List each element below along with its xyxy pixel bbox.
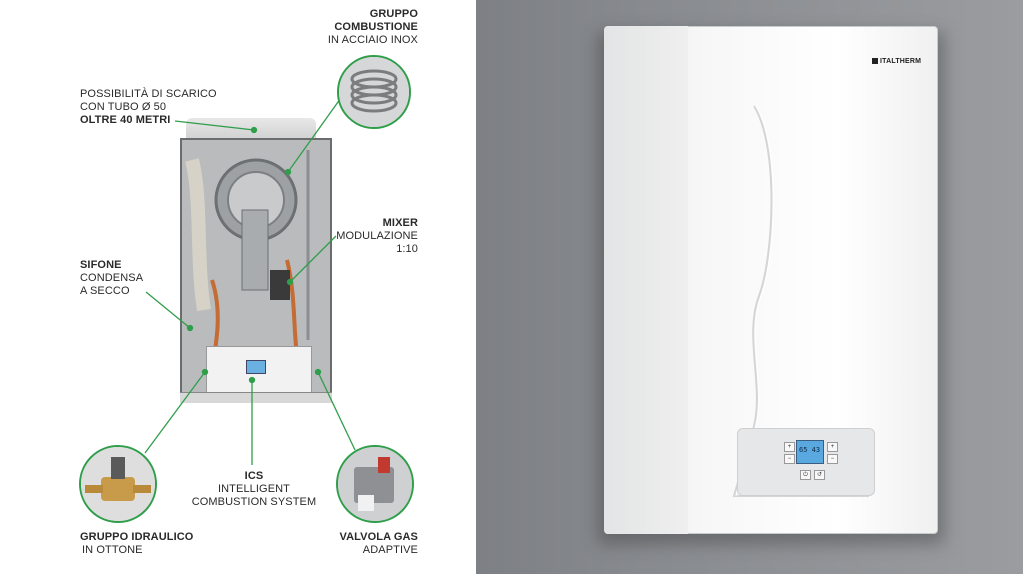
boiler-contour: [732, 105, 869, 497]
mixer-line-1: MODULAZIONE: [336, 230, 418, 242]
ics-title: ICS: [244, 470, 264, 482]
sifone-line-1: CONDENSA: [80, 272, 144, 284]
label-ics: ICS INTELLIGENT COMBUSTION SYSTEM: [176, 470, 332, 509]
hydraulic-group-detail: [79, 445, 157, 523]
leader-lines: [144, 94, 356, 465]
label-mixer: MIXER MODULAZIONE 1:10: [320, 217, 418, 256]
brass-valve-icon: [81, 447, 155, 521]
scarico-line-2: CON TUBO Ø 50: [80, 101, 167, 113]
sifone-line-2: A SECCO: [80, 285, 130, 297]
mixer-line-2: 1:10: [396, 243, 418, 255]
boiler-top-cap: [186, 118, 316, 140]
boiler-side-face: [604, 26, 688, 534]
scarico-line-3: OLTRE 40 METRI: [80, 114, 171, 126]
label-gruppo-idraulico: GRUPPO IDRAULICO IN OTTONE: [80, 531, 220, 557]
label-sifone: SIFONE CONDENSA A SECCO: [80, 259, 180, 298]
combustion-coil-detail: [337, 55, 411, 129]
brand-logo: ITALTHERM: [872, 58, 921, 65]
gruppo-title-1: GRUPPO: [369, 8, 418, 20]
sifone-title: SIFONE: [80, 259, 122, 271]
gas-valve-icon: [338, 447, 412, 521]
label-gruppo-combustione: GRUPPO COMBUSTIONE IN ACCIAIO INOX: [300, 8, 418, 47]
panel-button-mode[interactable]: ⏻: [800, 470, 811, 480]
gruppo-sub: IN ACCIAIO INOX: [327, 34, 418, 46]
ics-line-1: INTELLIGENT: [217, 483, 290, 495]
boiler-lcd: [796, 440, 824, 464]
idraulico-title: GRUPPO IDRAULICO: [80, 531, 194, 543]
gruppo-title-2: COMBUSTIONE: [334, 21, 418, 33]
panel-button-bottom-right[interactable]: −: [827, 454, 838, 464]
idraulico-line-1: IN OTTONE: [82, 544, 143, 556]
scarico-line-1: POSSIBILITÀ DI SCARICO: [80, 88, 217, 100]
ics-line-2: COMBUSTION SYSTEM: [191, 496, 317, 508]
gas-valve-detail: [336, 445, 414, 523]
valvola-title: VALVOLA GAS: [339, 531, 418, 543]
coil-icon: [339, 57, 409, 127]
brand-logo-mark: [872, 58, 878, 64]
control-box-lcd: [246, 360, 266, 374]
label-valvola-gas: VALVOLA GAS ADAPTIVE: [318, 531, 418, 557]
panel-button-bottom-left[interactable]: −: [784, 454, 795, 464]
valvola-line-1: ADAPTIVE: [362, 544, 418, 556]
lcd-value: 65 43: [799, 446, 821, 454]
label-scarico: POSSIBILITÀ DI SCARICO CON TUBO Ø 50 OLT…: [80, 88, 240, 127]
boiler-bottom-strip: [180, 392, 332, 403]
panel-button-top-left[interactable]: +: [784, 442, 795, 452]
mixer-title: MIXER: [382, 217, 418, 229]
panel-button-top-right[interactable]: +: [827, 442, 838, 452]
boiler-control-panel: [737, 428, 875, 496]
brand-name: ITALTHERM: [880, 58, 922, 65]
panel-button-reset[interactable]: ↺: [814, 470, 825, 480]
